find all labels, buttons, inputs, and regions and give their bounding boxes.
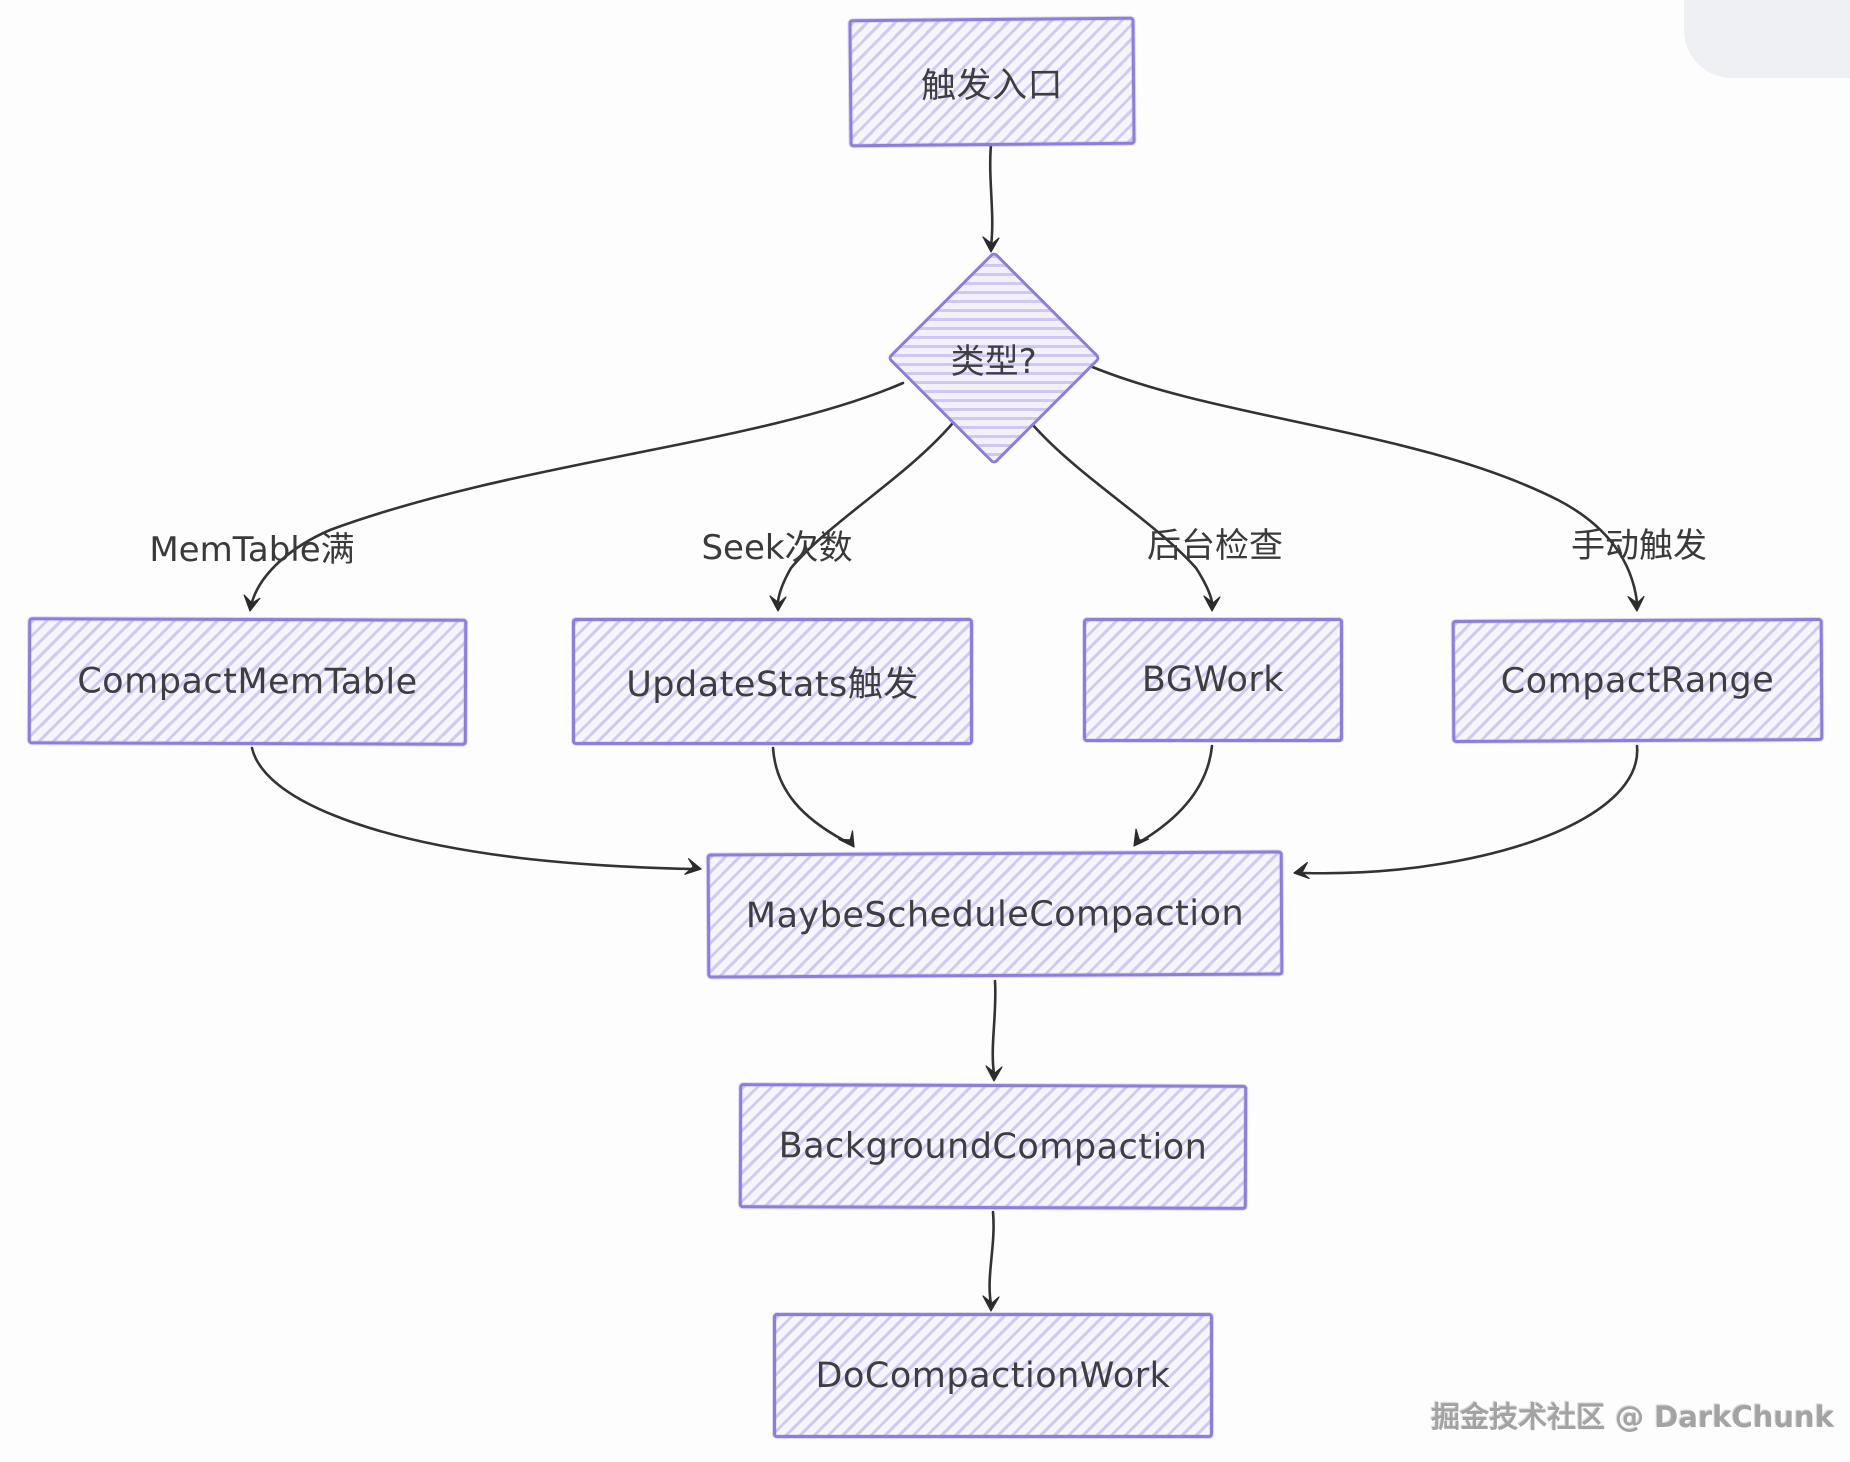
edge-label-background-check: 后台检查 [1147,526,1283,566]
node-do-compaction-work-label: DoCompactionWork [815,1355,1171,1396]
node-do-compaction-work: DoCompactionWork [773,1313,1213,1438]
edge-backgroundcompaction-to-docompactionwork [982,1210,1000,1312]
edge-type-to-compactmemtable [243,381,905,612]
node-type-decision: 类型? [886,250,1102,466]
edge-type-to-compactrange [1088,364,1645,612]
node-compact-range: CompactRange [1451,618,1824,743]
watermark: 掘金技术社区 @ DarkChunk [1431,1400,1834,1434]
node-compact-memtable: CompactMemTable [27,617,468,746]
node-bgwork: BGWork [1083,618,1343,742]
node-background-compaction: BackgroundCompaction [738,1083,1248,1210]
edge-entry-to-type [982,142,1000,253]
node-trigger-entry-label: 触发入口 [920,64,1064,107]
node-maybe-schedule-compaction: MaybeScheduleCompaction [706,850,1284,979]
node-update-stats: UpdateStats触发 [572,618,973,745]
edge-label-manual-trigger: 手动触发 [1571,526,1707,566]
edge-bgwork-to-maybeschedule [1133,744,1214,847]
node-compact-range-label: CompactRange [1500,659,1775,702]
edge-compactrange-to-maybeschedule [1293,744,1639,880]
node-update-stats-label: UpdateStats触发 [626,665,919,705]
node-bgwork-label: BGWork [1141,660,1285,700]
node-trigger-entry: 触发入口 [848,16,1136,148]
edge-type-to-updatestats [769,422,954,612]
corner-shade-decoration [1684,0,1850,78]
edge-label-memtable-full: MemTable满 [149,530,355,570]
edge-maybeschedule-to-backgroundcompaction [985,979,1003,1082]
node-type-decision-label: 类型? [950,341,1038,382]
node-maybe-schedule-compaction-label: MaybeScheduleCompaction [745,893,1245,936]
edge-updatestats-to-maybeschedule [771,746,855,848]
edge-compactmemtable-to-maybeschedule [250,746,702,875]
edge-label-seek-count: Seek次数 [701,528,853,568]
node-background-compaction-label: BackgroundCompaction [778,1125,1208,1168]
node-compact-memtable-label: CompactMemTable [77,660,418,703]
